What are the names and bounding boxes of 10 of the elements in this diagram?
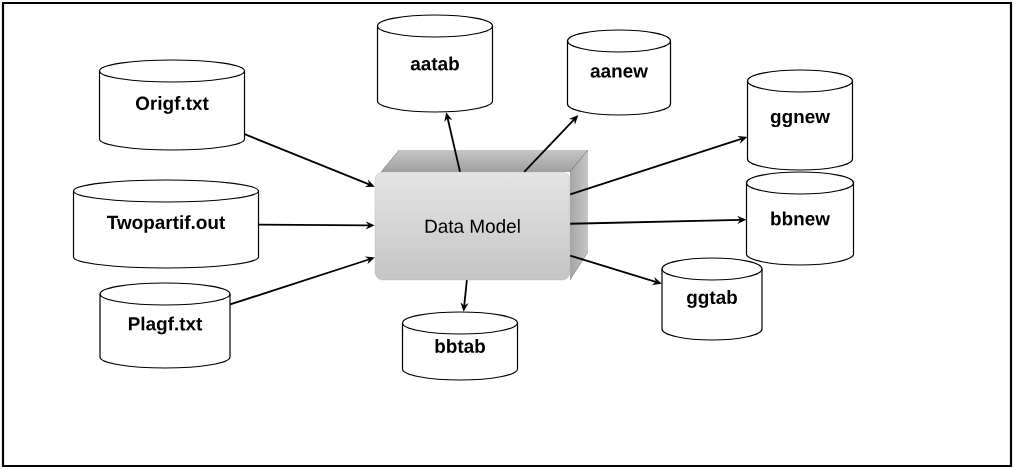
- cylinder: ggtab: [661, 257, 763, 341]
- cylinder: ggnew: [746, 69, 854, 171]
- box-drawing: Data Model: [374, 150, 588, 281]
- cylinder: Origf.txt: [98, 59, 246, 151]
- cylinder: bbnew: [745, 171, 855, 266]
- cylinder: bbtab: [401, 311, 519, 381]
- cylinder: Twopartif.out: [72, 179, 260, 269]
- cylinder: Plagf.txt: [99, 282, 231, 369]
- cylinder: aanew: [566, 29, 672, 116]
- cylinder: aatab: [376, 14, 494, 113]
